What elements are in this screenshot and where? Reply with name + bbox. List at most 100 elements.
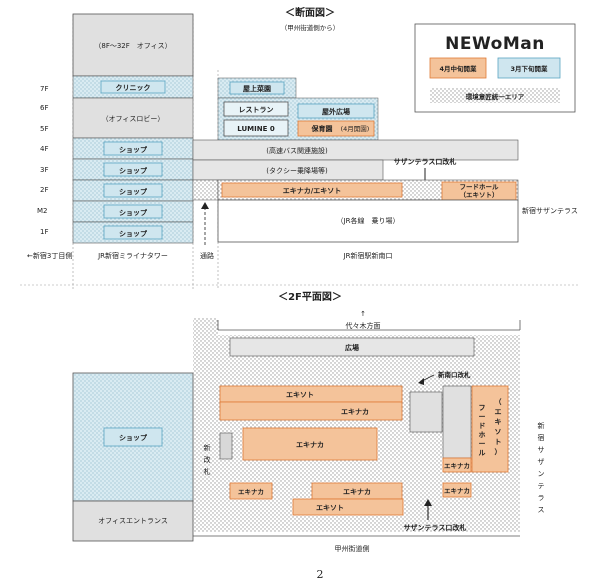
- bus-facility-floor: [192, 139, 519, 161]
- tower-shop-box: [103, 225, 163, 240]
- restaurant-label: レストラン: [239, 106, 274, 114]
- floor-labels: 7F 6F 5F 4F 3F 2F M2 1F: [37, 85, 48, 236]
- bus-facility-label: (高速バス関連施設): [266, 146, 328, 155]
- clinic-box: [100, 80, 166, 94]
- sazan-vert-char: 新: [538, 421, 545, 430]
- floor-2f: 2F: [40, 186, 48, 194]
- floor-5f: 5F: [40, 125, 48, 133]
- newoman-logo: NEWoMan: [445, 34, 545, 54]
- plan-ekinaka-right-label: エキナカ: [444, 462, 470, 470]
- food-hall-vert-char: ）: [495, 448, 502, 456]
- legend-env-swatch: [430, 88, 560, 103]
- food-hall-vert-char: ド: [479, 422, 486, 430]
- plan-ekisoto-top-label: エキソト: [286, 391, 314, 399]
- plan-ekinaka-mid: [242, 427, 378, 461]
- tower-shop-label: ショップ: [119, 187, 148, 196]
- tower-office-upper-label: （8F～32F オフィス）: [94, 42, 171, 50]
- sazan-vert-char: ラ: [538, 494, 545, 502]
- office-lobby-label: （オフィスロビー）: [102, 114, 165, 123]
- office-entrance-label: オフィスエントランス: [98, 517, 168, 525]
- passage-label: 通路: [200, 251, 214, 260]
- food-hall-vert-char: ー: [479, 413, 486, 421]
- office-entrance: [72, 500, 194, 542]
- food-hall-vert-char: （: [495, 398, 502, 406]
- yoyogi-label: 代々木方面: [346, 321, 381, 330]
- tower-shop-label: ショップ: [119, 166, 148, 175]
- rooftop-garden-box: [229, 81, 285, 95]
- platform-label: （JR各線 乗り場）: [337, 216, 400, 225]
- floor-6f: 6F: [40, 104, 48, 112]
- plan-ekinaka-right: [442, 457, 472, 473]
- shin-gate-label: 新 改 札: [204, 443, 211, 476]
- sazan-vert-char: ザ: [538, 458, 545, 466]
- nursery-label: 保育園: [311, 124, 333, 133]
- section-title: ＜断面図＞: [285, 6, 335, 19]
- food-hall-vert-char: ソ: [495, 428, 502, 436]
- legend-late-march: 3月下旬開業: [510, 64, 548, 73]
- floor-4f: 4F: [40, 145, 48, 153]
- nursery-box: [297, 120, 375, 137]
- floor-7f: 7F: [40, 85, 48, 93]
- food-hall-section-sub: （エキソト）: [460, 191, 499, 199]
- food-hall-vert-char: ホ: [479, 431, 486, 439]
- plan-ekinaka-bl-label: エキナカ: [238, 488, 264, 496]
- tower-shop-label: ショップ: [119, 229, 148, 238]
- nursery-note: (4月開園): [341, 125, 370, 133]
- plan-ekisoto-bottom-label: エキソト: [316, 504, 344, 512]
- plan-sazan-gate-label: サザンテラス口改札: [404, 523, 467, 532]
- tower-shop-box: [103, 183, 163, 198]
- legend-mid-april-swatch: [429, 57, 487, 79]
- sazan-gate-section-label: サザンテラス口改札: [394, 157, 457, 166]
- plan-ekinaka-bl: [229, 482, 273, 500]
- clinic-label: クリニック: [116, 83, 151, 92]
- tower-shop-box: [103, 162, 163, 177]
- platform-area: [217, 199, 519, 243]
- food-hall-vert-char: エ: [495, 408, 502, 416]
- floor-3f: 3F: [40, 166, 48, 174]
- plan-shop-box: [103, 427, 163, 447]
- ekinaka-section-box: [221, 182, 403, 198]
- svg-text:新: 新: [204, 443, 211, 452]
- tower-shop-box: [103, 204, 163, 219]
- plan-ekinaka-br: [442, 482, 472, 498]
- tower-office-upper: [72, 13, 194, 77]
- plan-plaza: [229, 337, 475, 357]
- plan-ekinaka-bottom-label: エキナカ: [343, 488, 371, 496]
- plan-env-area: [193, 318, 520, 532]
- ekinaka-section-label: エキナカ/エキソト: [283, 187, 342, 195]
- tower-shop-box: [103, 141, 163, 156]
- food-hall-vert-char: フ: [479, 404, 486, 412]
- food-hall-vert-char: キ: [495, 418, 502, 426]
- sazan-vert-char: ン: [538, 470, 545, 478]
- svg-text:札: 札: [204, 467, 211, 476]
- food-hall-vert-char: ー: [479, 440, 486, 448]
- plan-shop-label: ショップ: [119, 433, 148, 442]
- section-subtitle: （甲州街道側から）: [281, 23, 340, 32]
- outdoor-plaza-label: 屋外広場: [322, 107, 350, 116]
- restaurant-box: [223, 101, 289, 117]
- legend-late-march-swatch: [497, 57, 561, 79]
- rooftop-garden-label: 屋上菜園: [243, 84, 271, 93]
- floor-m2: M2: [37, 207, 48, 215]
- plaza-label: 広場: [345, 343, 359, 352]
- food-hall-vert-char: ル: [479, 449, 486, 457]
- new-south-gate-station-label: JR新宿駅新南口: [343, 251, 393, 260]
- legend-mid-april: 4月中旬開業: [439, 64, 477, 73]
- taxi-label: (タクシー乗降場等): [266, 166, 328, 175]
- plan-ekisoto-bottom: [292, 498, 404, 516]
- plan-title: ＜2F平面図＞: [278, 291, 342, 303]
- plan-food-hall: [471, 385, 509, 473]
- plan-ekinaka-top: [219, 401, 403, 421]
- new-south-gate-label: 新南口改札: [438, 370, 471, 379]
- tower-shop-label: ショップ: [119, 145, 148, 154]
- floor-1f: 1F: [40, 228, 48, 236]
- legend-env-area: 環境意匠統一エリア: [466, 92, 525, 101]
- shinjuku-3chome-label: ←新宿3丁目側: [27, 251, 72, 260]
- sazan-vert-char: サ: [538, 446, 545, 454]
- plan-ekinaka-mid-label: エキナカ: [296, 441, 324, 449]
- page-number: 2: [317, 568, 324, 581]
- plan-ekinaka-br-label: エキナカ: [444, 487, 470, 495]
- sazan-vert-char: テ: [538, 482, 545, 490]
